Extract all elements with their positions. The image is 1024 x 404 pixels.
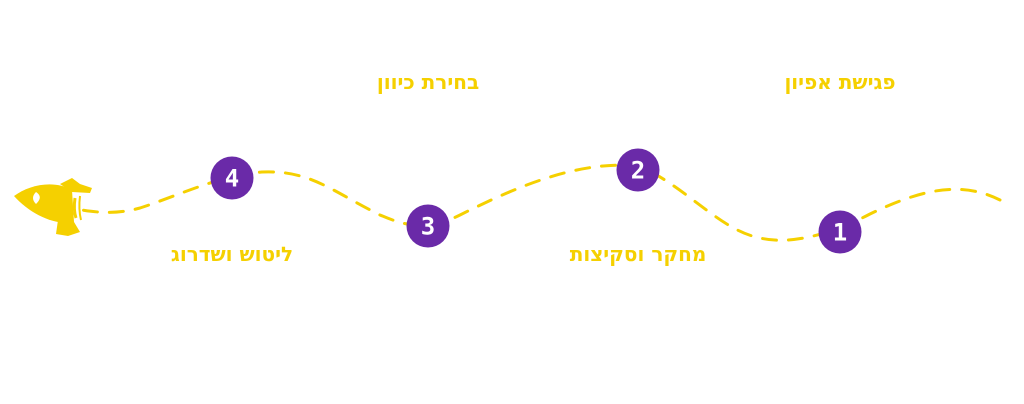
- step-3-label: בחירת כיוון: [376, 70, 480, 94]
- rocket-icon: [14, 178, 92, 236]
- step-4-label: ליטוש ושדרוג: [170, 242, 294, 266]
- step-4-badge: 4: [210, 156, 254, 200]
- step-2-label: מחקר וסקיצות: [569, 242, 707, 266]
- step-1-label: פגישת אפיון: [784, 70, 896, 94]
- step-1-badge: 1: [818, 210, 862, 254]
- step-3-badge: 3: [406, 204, 450, 248]
- step-2-badge: 2: [616, 148, 660, 192]
